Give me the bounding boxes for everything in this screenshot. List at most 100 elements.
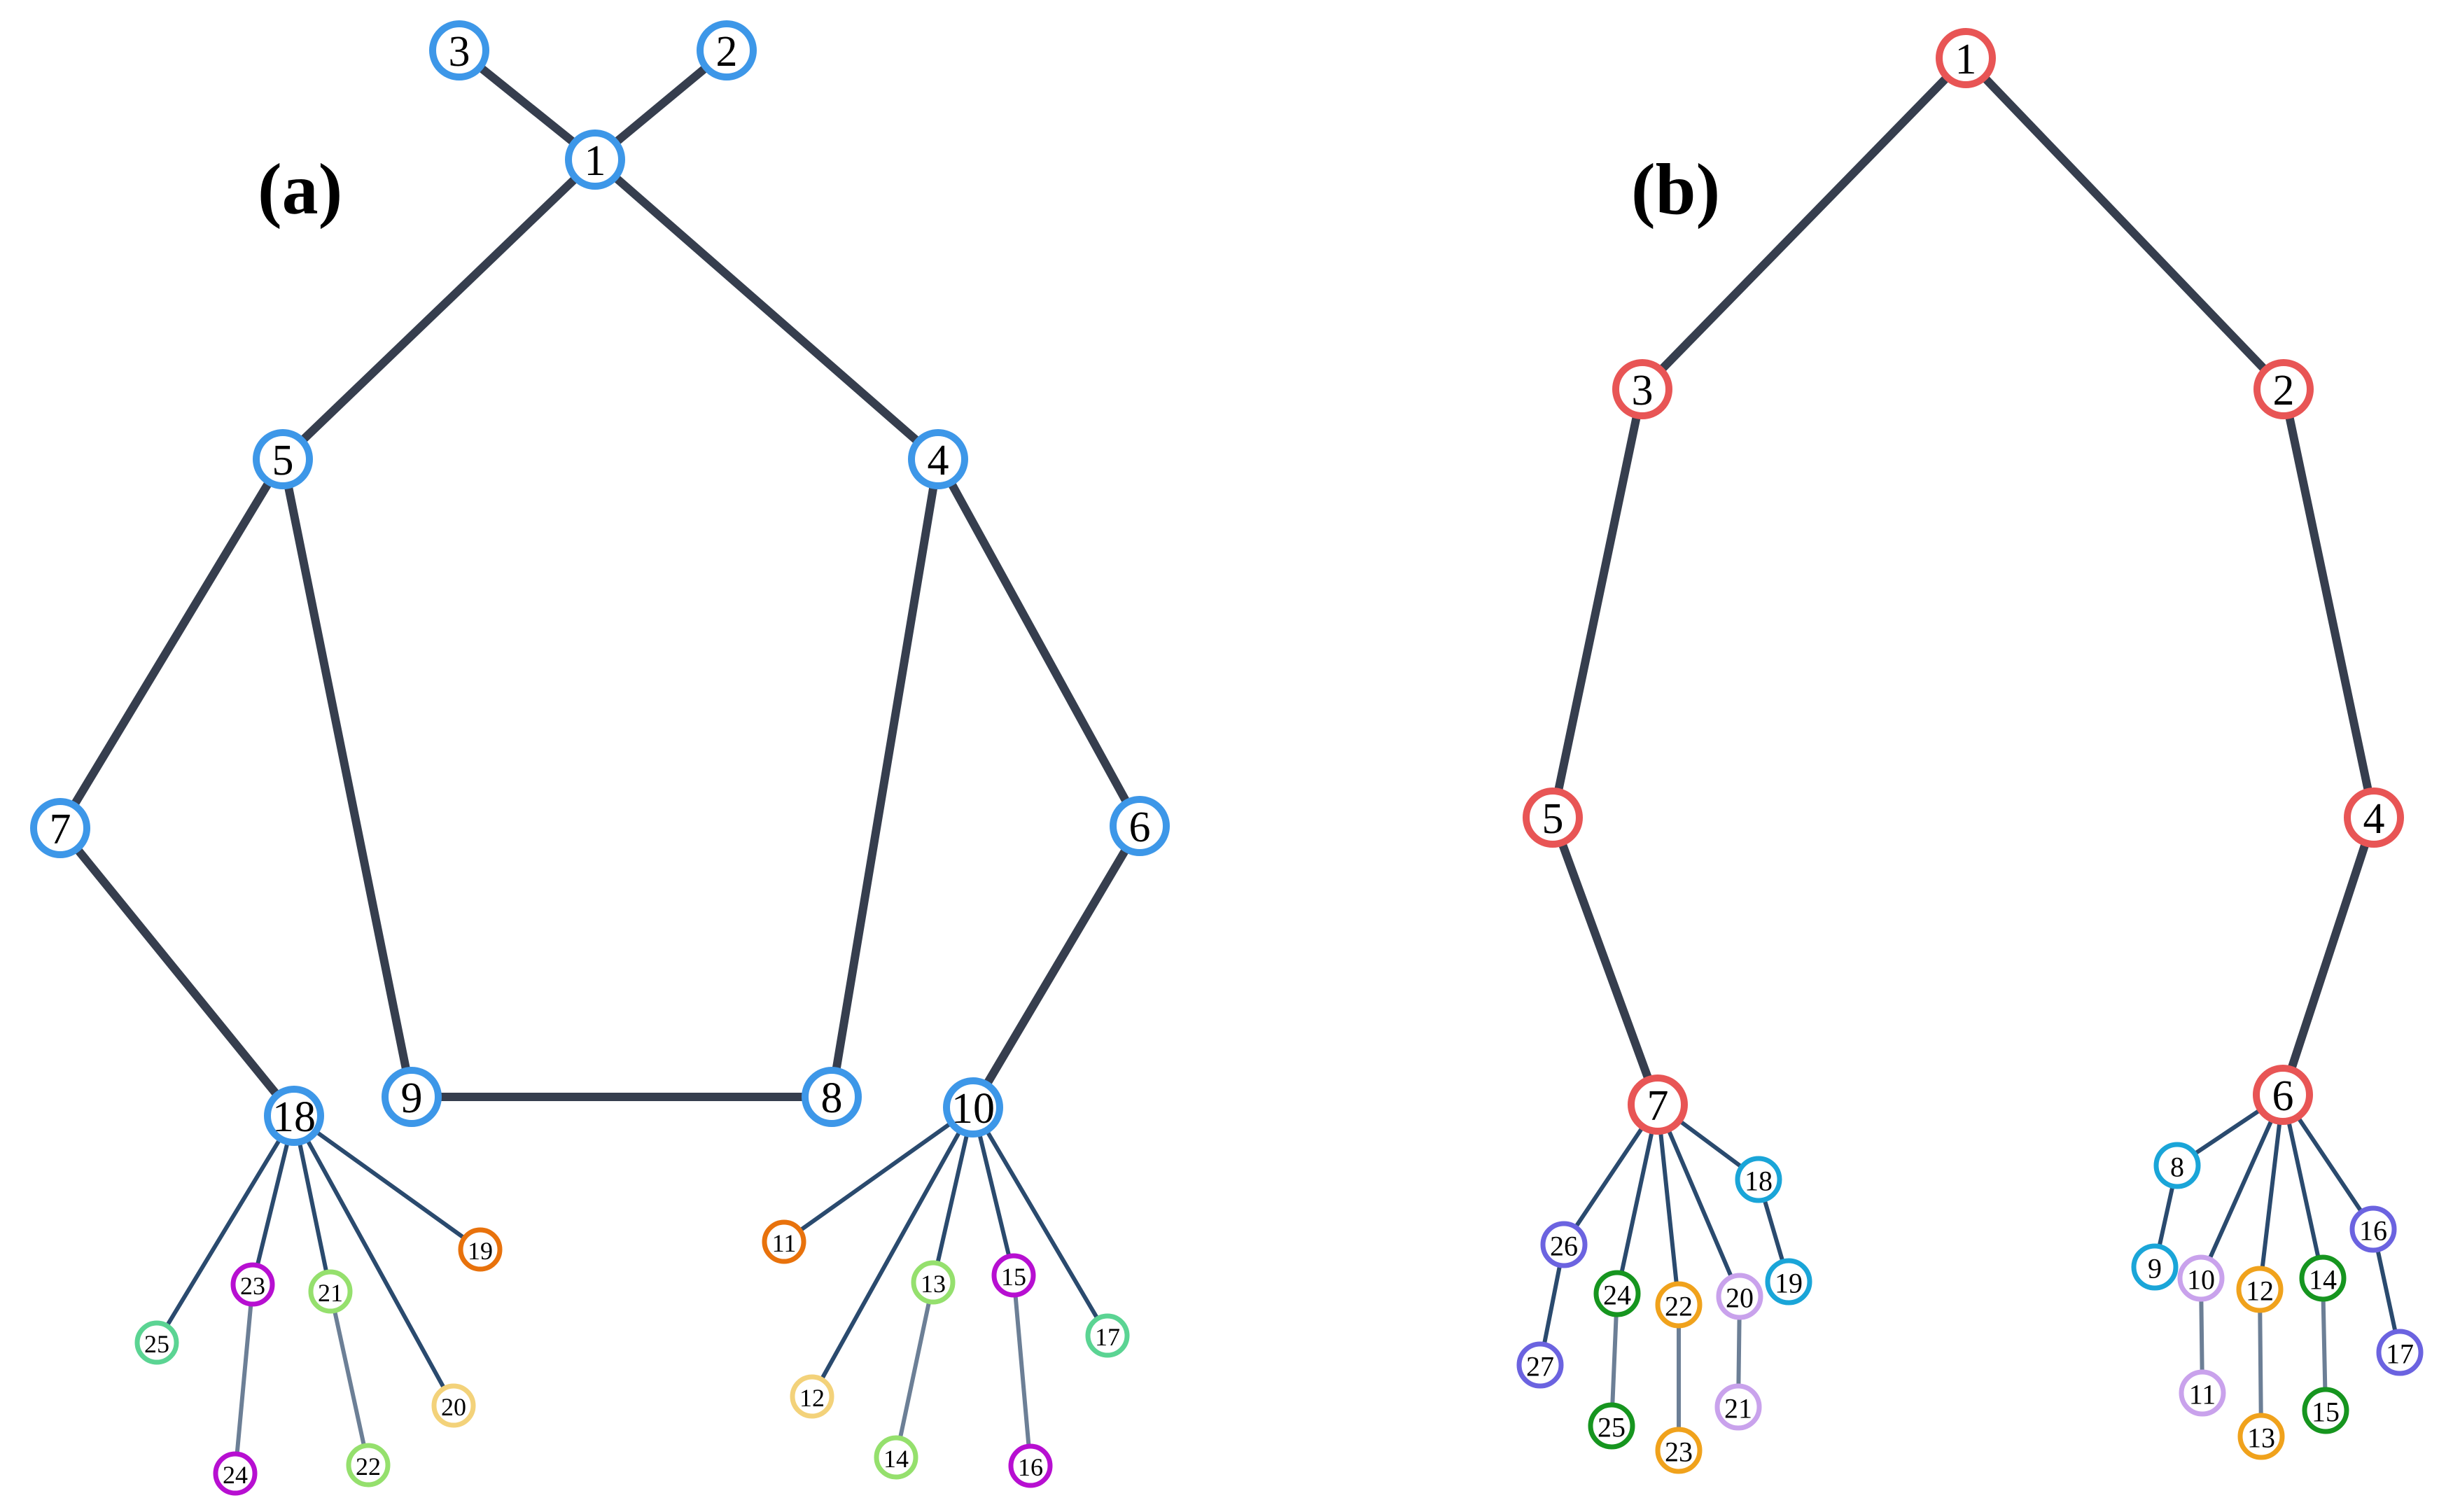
node-label: 5	[1542, 795, 1564, 843]
node-b-17: 17	[2376, 1329, 2424, 1376]
edge-a-4-6	[934, 455, 1144, 830]
node-label: 15	[1001, 1263, 1026, 1291]
edge-b-3-5	[1549, 385, 1647, 822]
node-label: 9	[2148, 1253, 2162, 1284]
node-circle	[1523, 788, 1583, 848]
edge-a-18-20	[292, 1114, 456, 1408]
node-label: 19	[1775, 1268, 1803, 1299]
edge-a-1-4	[591, 155, 942, 463]
node-label: 22	[356, 1452, 381, 1480]
node-label: 21	[1724, 1393, 1752, 1424]
node-label: 25	[1598, 1412, 1626, 1443]
node-label: 15	[2312, 1396, 2340, 1428]
node-label: 6	[2272, 1072, 2294, 1120]
edge-a-10-17	[971, 1105, 1110, 1338]
node-circle	[1110, 796, 1170, 856]
panel-b-nodes: 1234567181989262716172425141522231213202…	[1516, 28, 2424, 1474]
panel-a-label: (a)	[258, 149, 342, 230]
node-label: 23	[240, 1272, 265, 1300]
edge-b-5-7	[1549, 813, 1662, 1109]
node-circle	[1655, 1281, 1703, 1329]
node-b-6: 6	[2253, 1065, 2313, 1125]
edge-a-5-7	[56, 455, 287, 832]
node-label: 6	[1129, 804, 1151, 851]
node-b-23: 23	[1655, 1427, 1703, 1474]
node-circle	[2236, 1266, 2284, 1313]
node-label: 13	[2247, 1422, 2275, 1454]
node-circle	[2179, 1369, 2226, 1417]
node-label: 10	[2187, 1264, 2215, 1296]
node-label: 17	[2386, 1338, 2414, 1370]
node-label: 22	[1665, 1291, 1693, 1322]
node-a-10: 10	[943, 1077, 1003, 1138]
node-circle	[1936, 28, 1996, 88]
node-label: 24	[1603, 1280, 1631, 1311]
node-b-26: 26	[1540, 1221, 1588, 1268]
panel-b-graph: 1234567181989262716172425141522231213202…	[1516, 28, 2424, 1474]
edge-b-6-12	[2258, 1093, 2285, 1292]
node-a-9: 9	[382, 1067, 442, 1127]
node-circle	[2344, 788, 2404, 848]
node-circle	[2299, 1254, 2347, 1302]
node-label: 4	[2363, 795, 2385, 843]
edge-a-7-18	[56, 824, 298, 1120]
panel-b-edges	[1538, 54, 2402, 1452]
node-label: 12	[799, 1384, 825, 1412]
node-label: 11	[772, 1229, 797, 1257]
node-circle	[991, 1253, 1036, 1298]
node-label: 17	[1095, 1323, 1120, 1351]
node-label: 2	[716, 28, 738, 76]
node-a-20: 20	[431, 1383, 476, 1428]
node-b-18: 18	[1735, 1156, 1782, 1203]
node-circle	[1588, 1402, 1635, 1450]
node-circle	[943, 1077, 1003, 1138]
node-label: 1	[1955, 36, 1977, 83]
edge-a-13-14	[894, 1280, 935, 1460]
node-circle	[429, 20, 489, 80]
node-circle	[874, 1435, 918, 1480]
node-label: 14	[2309, 1264, 2337, 1296]
node-a-6: 6	[1110, 796, 1170, 856]
node-label: 10	[951, 1085, 995, 1133]
node-circle	[2177, 1254, 2225, 1302]
node-b-7: 7	[1628, 1074, 1688, 1135]
node-circle	[697, 20, 757, 80]
node-b-24: 24	[1593, 1270, 1641, 1317]
node-b-21: 21	[1714, 1383, 1762, 1431]
node-circle	[565, 130, 625, 190]
edge-a-15-16	[1012, 1273, 1033, 1468]
node-circle	[458, 1227, 503, 1272]
edge-a-10-12	[810, 1105, 975, 1399]
node-a-17: 17	[1085, 1313, 1130, 1358]
node-circle	[346, 1443, 391, 1488]
edge-a-18-25	[155, 1114, 296, 1345]
edge-a-1-5	[279, 155, 599, 463]
node-b-12: 12	[2236, 1266, 2284, 1313]
node-a-14: 14	[874, 1435, 918, 1480]
panel-a-edges	[56, 46, 1144, 1476]
node-b-3: 3	[1612, 359, 1672, 419]
node-circle	[2253, 359, 2314, 419]
node-b-4: 4	[2344, 788, 2404, 848]
node-a-11: 11	[762, 1219, 806, 1264]
edge-b-1-2	[1962, 54, 2288, 393]
node-circle	[431, 1383, 476, 1428]
node-circle	[1735, 1156, 1782, 1203]
node-circle	[213, 1451, 258, 1496]
edge-b-12-13	[2258, 1287, 2263, 1438]
node-a-13: 13	[911, 1260, 956, 1305]
node-circle	[1085, 1313, 1130, 1358]
node-a-2: 2	[697, 20, 757, 80]
node-label: 18	[1745, 1166, 1773, 1197]
node-label: 14	[883, 1445, 909, 1473]
node-circle	[1612, 359, 1672, 419]
node-b-9: 9	[2131, 1243, 2179, 1291]
edge-a-18-19	[292, 1114, 482, 1252]
node-a-1: 1	[565, 130, 625, 190]
edge-b-4-6	[2279, 813, 2378, 1099]
node-a-8: 8	[802, 1067, 862, 1127]
node-label: 5	[272, 437, 294, 484]
node-circle	[1593, 1270, 1641, 1317]
node-circle	[30, 798, 90, 858]
node-circle	[134, 1320, 179, 1365]
